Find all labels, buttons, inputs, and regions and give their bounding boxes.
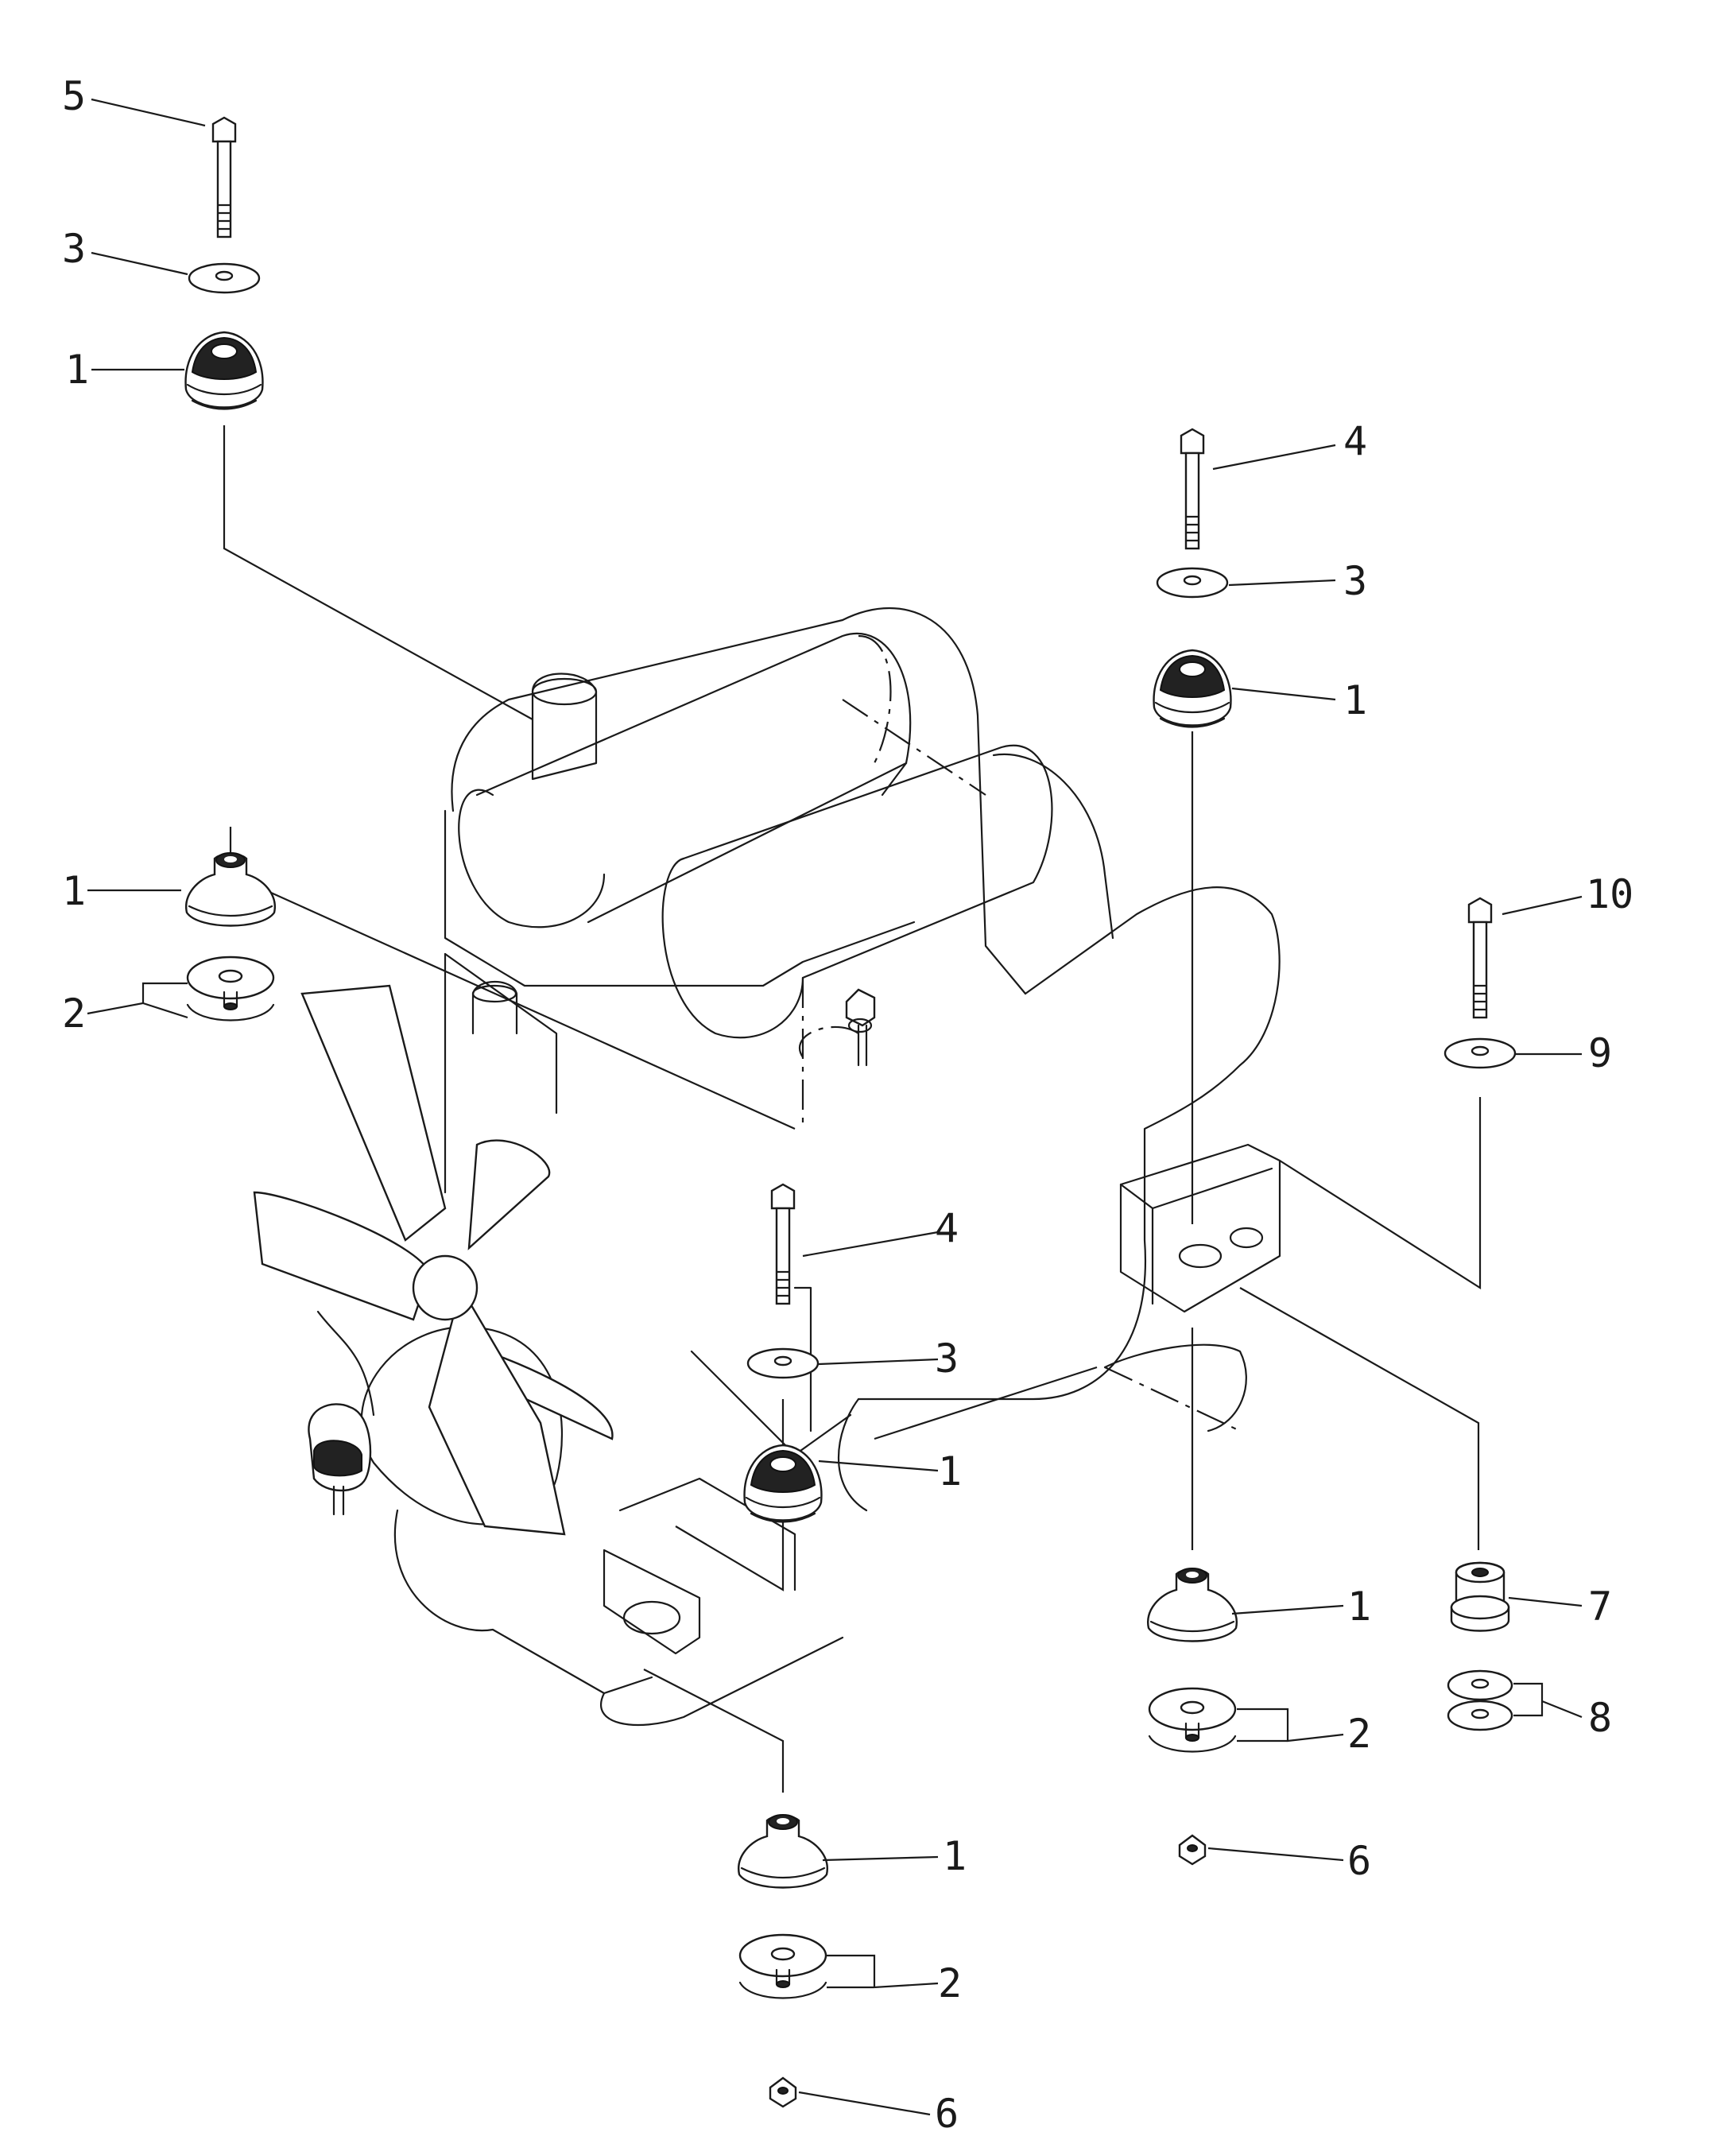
alternator-icon: [308, 1403, 372, 1516]
mount-cushion-icon: [738, 1813, 828, 1889]
callout-6: 6: [935, 2091, 959, 2136]
callout-4: 4: [1343, 418, 1367, 464]
bolt-icon: [1180, 428, 1205, 550]
callout-7: 7: [1588, 1584, 1612, 1630]
washer-icon: [1443, 1037, 1517, 1069]
cooling-fan-icon: [253, 984, 614, 1536]
callout-8: 8: [1588, 1695, 1612, 1741]
callout-3: 3: [1343, 558, 1367, 604]
washer-icon: [186, 956, 275, 1021]
callout-labels: 5 3 1 4 3 1 10 9 1 2 4 3 1 1 7 2 8 6 1 2…: [62, 73, 1633, 2136]
washer-icon: [746, 1347, 820, 1379]
bolt-icon: [1467, 897, 1493, 1019]
callout-4: 4: [935, 1205, 959, 1251]
callout-2: 2: [938, 1960, 962, 2006]
callout-2: 2: [62, 990, 86, 1037]
washer-icon: [738, 1933, 827, 1999]
washer-icon: [1447, 1669, 1513, 1731]
callout-1: 1: [62, 868, 86, 914]
callout-1: 1: [1343, 677, 1367, 723]
callout-10: 10: [1586, 871, 1633, 917]
callout-1: 1: [938, 1448, 962, 1494]
callout-2: 2: [1347, 1711, 1371, 1757]
mount-cushion-icon: [743, 1444, 823, 1523]
mount-cushion-icon: [184, 331, 264, 410]
callout-3: 3: [935, 1335, 959, 1382]
callout-1: 1: [1347, 1584, 1371, 1630]
callout-1: 1: [943, 1833, 967, 1879]
callout-6: 6: [1347, 1838, 1371, 1884]
assembly-lines: [223, 425, 1482, 1793]
callout-3: 3: [62, 226, 86, 272]
bolt-icon: [770, 1183, 796, 1305]
spacer-collar-icon: [1450, 1561, 1510, 1632]
callout-9: 9: [1588, 1030, 1612, 1076]
mount-cushion-icon: [185, 851, 276, 927]
bolt-icon: [211, 116, 237, 238]
engine-block-icon: [360, 607, 1281, 1727]
mount-cushion-icon: [1153, 649, 1232, 728]
nut-icon: [1178, 1834, 1207, 1866]
washer-icon: [188, 262, 261, 294]
nut-icon: [769, 2076, 797, 2108]
callout-1: 1: [65, 347, 89, 393]
callout-5: 5: [62, 73, 86, 119]
washer-icon: [1148, 1687, 1237, 1753]
mount-cushion-icon: [1147, 1567, 1238, 1642]
washer-icon: [1156, 567, 1229, 599]
